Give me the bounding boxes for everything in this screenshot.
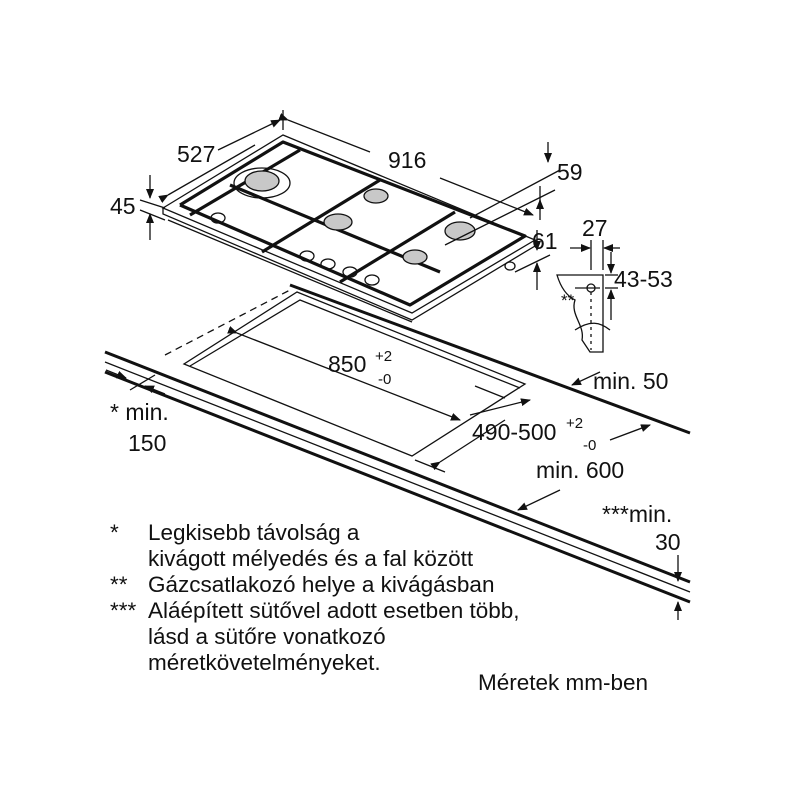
cutout: [182, 291, 531, 473]
burner: [323, 213, 353, 231]
burner: [402, 249, 428, 265]
dim-height: 45: [110, 193, 136, 219]
min-below-label: ***min.: [602, 501, 672, 527]
dim-cutout-depth-tol-plus: +2: [566, 415, 583, 432]
note-line: Aláépített sütővel adott esetben több,: [148, 598, 520, 623]
dim-cutout-width-tol-minus: -0: [378, 371, 391, 388]
gas-hob: [139, 110, 561, 323]
dim-side-offset: 61: [532, 228, 558, 254]
note-line: Legkisebb távolság a: [148, 520, 360, 545]
note-marker: **: [110, 572, 128, 597]
burner: [363, 188, 389, 204]
min-wall-label: * min.: [110, 399, 169, 425]
dim-width: 916: [388, 147, 426, 173]
dim-cutout-width: 850: [328, 351, 366, 377]
note-line: Gázcsatlakozó helye a kivágásban: [148, 572, 494, 597]
dim-cutout-depth: 490-500: [472, 419, 556, 445]
note-marker: ***: [110, 598, 137, 623]
countertop: [104, 283, 691, 604]
burner-wok: [233, 167, 291, 199]
dim-depth: 527: [177, 141, 215, 167]
note-marker: *: [110, 520, 119, 545]
footnotes: * Legkisebb távolság a kivágott mélyedés…: [110, 520, 520, 675]
note-line: méretkövetelményeket.: [148, 650, 381, 675]
burner: [444, 221, 476, 241]
note-line: lásd a sütőre vonatkozó: [148, 624, 386, 649]
dim-gas-depth: 43-53: [614, 266, 673, 292]
gas-marker: **: [561, 291, 575, 310]
dim-top-offset: 59: [557, 159, 583, 185]
dim-cutout-depth-tol-minus: -0: [583, 437, 596, 454]
units-note: Méretek mm-ben: [478, 670, 648, 695]
dim-gas-offset: 27: [582, 215, 608, 241]
dim-cutout-width-tol-plus: +2: [375, 348, 392, 365]
min-below-value: 30: [655, 529, 681, 555]
control-knobs: [210, 212, 516, 286]
note-line: kivágott mélyedés és a fal között: [148, 546, 474, 571]
gas-connection-detail: **: [556, 240, 620, 353]
min-front: min. 600: [536, 457, 624, 483]
min-back: min. 50: [593, 368, 668, 394]
min-wall-value: 150: [128, 430, 166, 456]
